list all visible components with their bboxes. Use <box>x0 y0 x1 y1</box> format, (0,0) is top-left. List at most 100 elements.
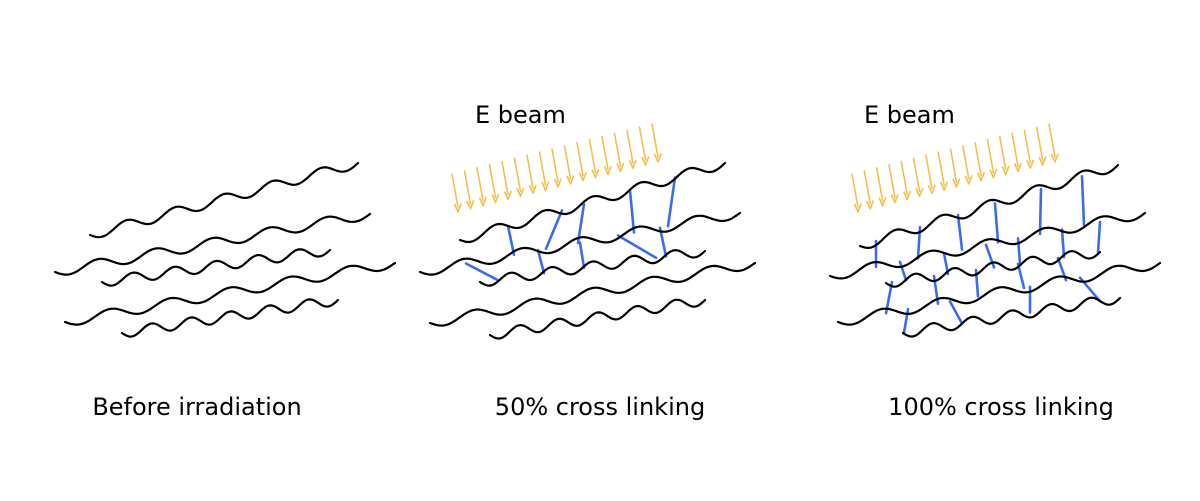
crosslink-bond <box>1080 175 1086 227</box>
beam-arrow-shaft <box>488 163 497 199</box>
beam-arrow-shaft <box>986 138 995 174</box>
beam-arrow-head <box>1001 165 1010 176</box>
polymer-chain <box>418 211 742 276</box>
crosslink-bond <box>544 209 564 251</box>
beam-arrow-head <box>1026 159 1035 170</box>
panel-caption: 100% cross linking <box>888 393 1114 421</box>
beam-arrow-head <box>603 165 612 176</box>
crosslink-bond <box>948 300 964 325</box>
beam-arrow-head <box>952 178 961 188</box>
crosslink-bond <box>898 260 908 282</box>
beam-arrow-shaft <box>476 166 484 202</box>
beam-arrow-shaft <box>937 151 945 186</box>
beam-arrow-shaft <box>563 145 572 180</box>
polymer-chain <box>828 211 1147 280</box>
beam-arrow-head <box>591 168 600 179</box>
beam-arrow-head <box>528 184 537 195</box>
polymer-chain <box>488 298 707 340</box>
polymer-chain <box>858 163 1120 250</box>
crosslink-bond <box>628 189 636 234</box>
crosslink-bond <box>666 176 677 228</box>
crosslink-bond <box>578 241 586 270</box>
beam-arrow-shaft <box>962 145 970 180</box>
beam-arrow-shaft <box>912 157 921 193</box>
crosslinks <box>464 176 677 282</box>
beam-arrow-head <box>1013 162 1023 173</box>
polymer-chain <box>53 212 372 276</box>
beam-arrow-head <box>903 190 912 201</box>
beam-arrow-head <box>628 159 637 170</box>
beam-arrow-shaft <box>613 132 622 168</box>
polymer-chains <box>53 161 397 338</box>
panel-caption: 50% cross linking <box>495 393 705 421</box>
beam-arrow-head <box>939 181 949 191</box>
crosslink-bond <box>1038 187 1043 236</box>
beam-arrow-shaft <box>1011 132 1019 168</box>
beam-arrow-head <box>453 203 462 213</box>
crosslink-bond <box>576 202 586 245</box>
beam-arrow-head <box>553 178 562 188</box>
beam-arrow-shaft <box>900 160 909 196</box>
crosslink-bond <box>993 202 1000 244</box>
panel-100-percent: E beam 100% cross linking <box>828 101 1162 421</box>
beam-arrow-head <box>866 200 875 210</box>
polymer-chains <box>418 161 757 340</box>
beam-arrow-shaft <box>451 173 459 208</box>
panel-caption: Before irradiation <box>92 393 301 421</box>
polymer-chain <box>100 248 332 287</box>
beam-arrow-shaft <box>863 170 872 205</box>
beam-arrow-shaft <box>888 163 896 199</box>
beam-arrow-head <box>541 181 550 191</box>
beam-arrow-shaft <box>925 154 933 190</box>
beam-arrow-shaft <box>463 170 472 205</box>
crosslink-bond <box>956 213 964 251</box>
beam-arrow-head <box>1050 153 1059 163</box>
beam-arrow-shaft <box>526 154 534 190</box>
beam-arrow-shaft <box>576 141 584 177</box>
beam-arrow-shaft <box>651 123 659 158</box>
beam-arrow-head <box>566 175 575 185</box>
beam-arrow-head <box>466 200 475 210</box>
e-beam-arrows <box>451 123 662 213</box>
polymer-chain <box>478 248 707 287</box>
panel-50-percent: E beam 50% cross linking <box>418 101 757 421</box>
beam-arrow-shaft <box>1035 126 1044 161</box>
beam-arrow-head <box>976 171 986 182</box>
beam-arrow-shaft <box>588 138 597 174</box>
polymer-chain <box>901 296 1122 338</box>
beam-arrow-head <box>478 196 487 207</box>
polymer-chain <box>428 261 757 327</box>
e-beam-label: E beam <box>475 101 566 129</box>
beam-arrow-head <box>927 184 936 195</box>
beam-arrow-head <box>1038 156 1047 166</box>
beam-arrow-shaft <box>998 135 1007 171</box>
polymer-chain <box>836 261 1162 326</box>
beam-arrow-head <box>641 156 650 166</box>
beam-arrow-shaft <box>875 166 884 202</box>
crosslink-bond <box>1016 262 1026 290</box>
polymer-chain <box>88 161 360 239</box>
beam-arrow-shaft <box>974 141 982 177</box>
crosslink-bond <box>616 234 658 260</box>
beam-arrow-shaft <box>1023 129 1032 165</box>
beam-arrow-head <box>616 162 625 173</box>
polymer-chain <box>120 298 340 338</box>
beam-arrow-head <box>491 193 500 204</box>
beam-arrow-shaft <box>638 126 647 161</box>
crosslink-bond <box>464 262 499 282</box>
crosslink-bond <box>536 248 546 275</box>
beam-arrow-shaft <box>538 151 547 186</box>
beam-arrow-shaft <box>1048 123 1056 158</box>
beam-arrow-head <box>890 193 899 204</box>
beam-arrow-shaft <box>551 148 559 183</box>
polymer-chain <box>884 249 1102 288</box>
polymer-chain <box>63 261 397 326</box>
beam-arrow-head <box>578 171 587 182</box>
beam-arrow-head <box>878 196 887 207</box>
beam-arrow-head <box>989 168 998 179</box>
panel-before-irradiation: Before irradiation <box>53 161 397 421</box>
beam-arrow-head <box>853 203 862 213</box>
e-beam-arrows <box>851 123 1059 213</box>
beam-arrow-shaft <box>626 129 634 165</box>
